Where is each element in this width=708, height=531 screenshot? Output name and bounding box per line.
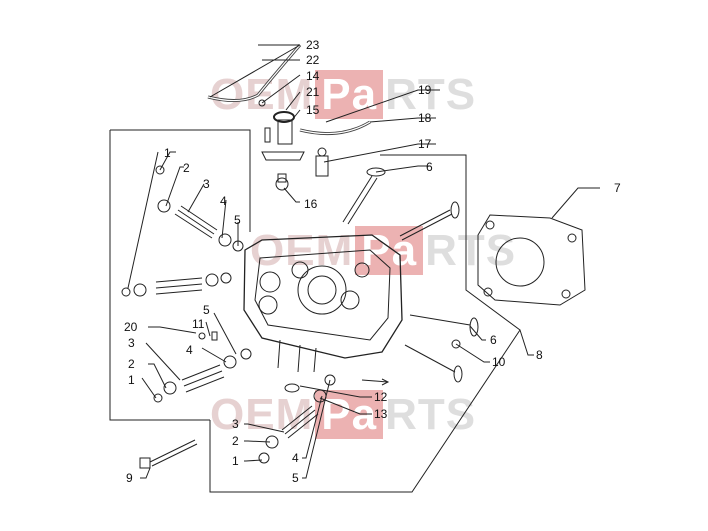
part-8-cylinder-head [243, 234, 403, 359]
callout-21: 21 [306, 85, 320, 99]
callout-9: 9 [126, 471, 133, 485]
part-22-clip [258, 99, 266, 107]
part-6-valve-lower-b [404, 344, 456, 373]
part-16-nut [275, 177, 289, 191]
callout-17: 17 [418, 137, 432, 151]
callout-5-bottom: 5 [292, 471, 299, 485]
callout-4-bottom: 4 [292, 451, 299, 465]
part-7-gasket [477, 214, 586, 306]
part-1-keeper-rod [127, 151, 159, 289]
callout-10: 10 [492, 355, 506, 369]
part-2-retainer [157, 199, 171, 213]
part-15-flange [261, 151, 305, 161]
callout-1-bottom: 1 [232, 454, 239, 468]
callout-23: 23 [306, 38, 320, 52]
callout-12: 12 [374, 390, 388, 404]
callout-14: 14 [306, 69, 320, 83]
callout-2-bottom: 2 [232, 434, 239, 448]
part-10-nut [451, 339, 461, 349]
part-6-valve-upper-b [399, 209, 451, 237]
callout-13: 13 [374, 407, 388, 421]
part-6-valve-lower-a [409, 314, 471, 326]
callout-5-mid: 5 [203, 303, 210, 317]
part-6-valve-upper-a [342, 175, 373, 223]
callout-3-bottom: 3 [232, 417, 239, 431]
callout-4-mid: 4 [186, 343, 193, 357]
part-3-spring-upper [174, 205, 218, 239]
callout-8: 8 [536, 348, 543, 362]
callout-6-lower: 6 [490, 333, 497, 347]
part-17-sensor [315, 155, 329, 177]
callout-18: 18 [418, 111, 432, 125]
callout-11: 11 [192, 317, 205, 331]
callout-20: 20 [124, 320, 138, 334]
callout-22: 22 [306, 53, 320, 67]
callout-3-upper: 3 [203, 177, 210, 191]
callout-7: 7 [614, 181, 621, 195]
callout-4-upper: 4 [220, 194, 227, 208]
callout-6-upper: 6 [426, 160, 433, 174]
left-group-frame [109, 129, 251, 421]
part-4-seal [218, 233, 232, 247]
part-3-spring-lower [181, 364, 225, 393]
callout-2-upper: 2 [183, 161, 190, 175]
callout-2-mid: 2 [128, 357, 135, 371]
callout-1-mid: 1 [128, 373, 135, 387]
part-14-pin [264, 127, 271, 143]
callout-19: 19 [418, 83, 432, 97]
callout-5-upper: 5 [234, 213, 241, 227]
callout-16: 16 [304, 197, 318, 211]
part-12-oring [284, 383, 300, 393]
part-20-dowel [198, 332, 206, 340]
part-11-pin [211, 331, 218, 341]
callout-3-mid: 3 [128, 336, 135, 350]
part-9-bolt [149, 439, 198, 467]
part-15-housing [277, 119, 293, 145]
part-3-spring-bottom [281, 405, 319, 439]
callout-15: 15 [306, 103, 320, 117]
part-3-spring-mid [155, 277, 203, 295]
callout-1-upper: 1 [164, 146, 171, 160]
